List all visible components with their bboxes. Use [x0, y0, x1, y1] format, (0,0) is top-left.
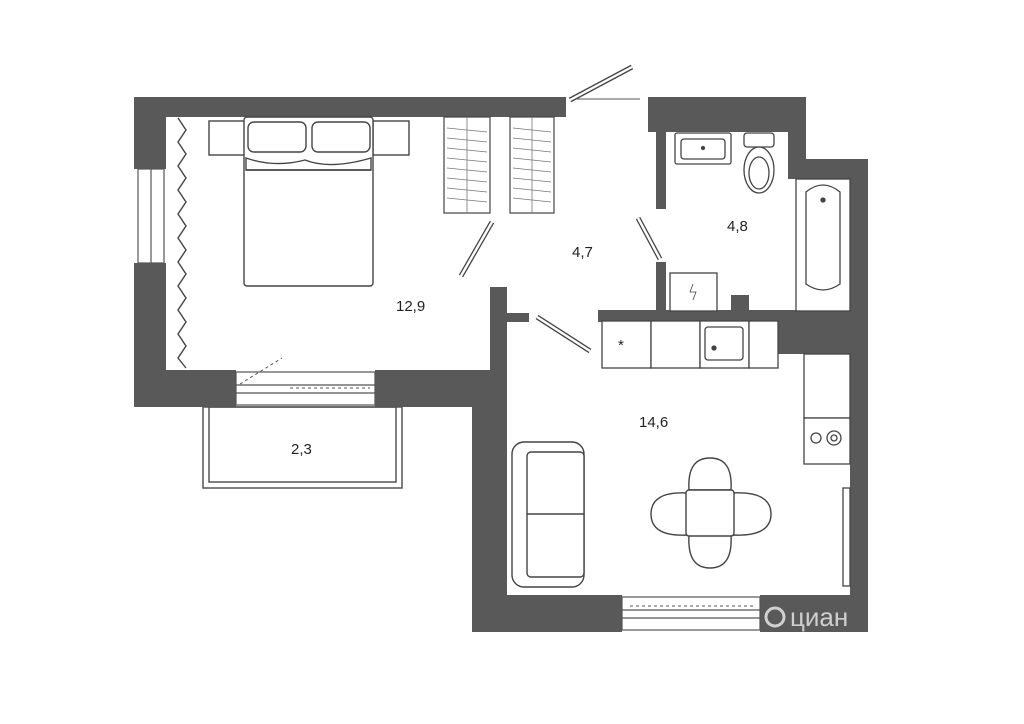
dining-table: [685, 489, 735, 537]
watermark-logo-icon: [764, 606, 786, 628]
wardrobes: [443, 116, 555, 214]
balcony: [202, 406, 403, 489]
bed: [208, 116, 410, 287]
wall-kitchen-notch: [778, 310, 868, 354]
counter-4: [803, 353, 851, 419]
bathroom-area-label: 4,8: [727, 218, 748, 235]
bathroom-fixtures: [669, 132, 851, 312]
curtain: [177, 117, 187, 369]
wall-bath-left-upper: [656, 97, 666, 209]
walls: [134, 97, 868, 632]
watermark: циан: [764, 602, 848, 632]
tv-unit: [842, 487, 851, 587]
wall-bedroom-living: [472, 370, 507, 632]
wall-bath-stub: [731, 295, 749, 317]
wall-bath-top-right: [788, 97, 806, 159]
wall-right: [850, 159, 868, 632]
living-kitchen-area-label: 14,6: [639, 414, 668, 431]
toilet: [743, 132, 775, 194]
nightstand-right: [372, 120, 410, 156]
wall-bedroom-bottom-left: [134, 370, 236, 407]
bathtub: [795, 178, 851, 312]
nightstand-left: [208, 120, 246, 156]
chair-bottom: [688, 534, 732, 569]
bedroom-area-label: 12,9: [396, 298, 425, 315]
chair-top: [688, 457, 732, 491]
wall-left-upper: [134, 97, 166, 169]
wall-hall-stub: [507, 313, 529, 322]
sofa: [511, 441, 585, 588]
fridge: [601, 320, 652, 369]
window-living-bottom: [621, 596, 761, 631]
chair-right: [731, 492, 772, 536]
kitchen: [601, 320, 851, 587]
wall-right-top: [788, 159, 868, 179]
hallway-area-label: 4,7: [572, 244, 593, 261]
wall-bath-left-lower: [656, 262, 666, 317]
dining-set: [650, 457, 772, 569]
counter-3: [748, 320, 779, 369]
wall-bath-top: [648, 97, 806, 132]
room-labels: 12,9 4,7 4,8 14,6 2,3 *: [291, 218, 748, 458]
window-balcony-door: [235, 371, 376, 406]
wall-top-left: [134, 97, 566, 117]
watermark-text: циан: [790, 602, 848, 632]
chair-left: [650, 492, 689, 536]
balcony-area-label: 2,3: [291, 441, 312, 458]
fridge-mark: *: [618, 337, 624, 354]
wall-bedroom-bottom-right: [375, 370, 490, 407]
pillow-left: [247, 121, 307, 153]
wall-bedroom-hall: [490, 287, 507, 407]
water-heater: [669, 272, 718, 312]
wall-living-bottom-left: [472, 595, 622, 632]
counter-1: [650, 320, 701, 369]
kitchen-sink: [704, 326, 744, 361]
pillow-right: [311, 121, 371, 153]
